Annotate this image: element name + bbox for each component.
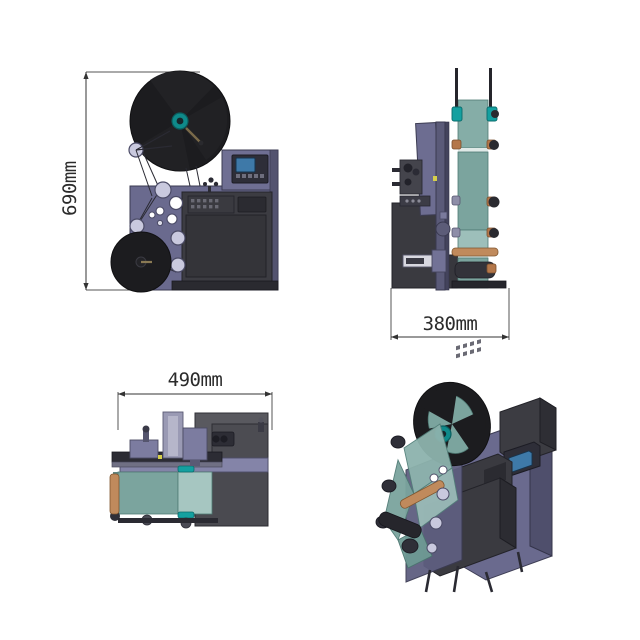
label-reel (129, 70, 231, 172)
plan-teal-roller (177, 511, 195, 519)
rewind-reel (110, 231, 172, 293)
label-web (457, 99, 489, 289)
plan-copper-roller (109, 473, 120, 515)
tension-arm-assembly (128, 130, 173, 197)
plan-head-nozzle (190, 460, 200, 466)
side-elevation-view: 380mm (390, 68, 510, 340)
plan-indicator (158, 455, 162, 459)
plan-connector (258, 422, 264, 432)
plan-deck-rail (111, 461, 223, 468)
panel-button[interactable] (236, 174, 240, 178)
dimension-490mm-label: 490mm (168, 369, 223, 391)
mounting-plate-edge (444, 121, 450, 291)
iso-copper-roller (399, 480, 445, 509)
panel-button[interactable] (260, 174, 264, 178)
slide-actuator (402, 249, 447, 273)
side-rollers (451, 106, 500, 279)
dimension-490mm: 490mm (117, 369, 273, 430)
printer-module-inner (185, 214, 267, 278)
panel-button[interactable] (254, 174, 258, 178)
front-elevation-view: 690mm (59, 70, 279, 293)
plan-machine-assembly (109, 411, 269, 529)
side-pulley (435, 221, 451, 237)
iso-label-reel (413, 381, 491, 467)
plan-gripper (211, 431, 235, 447)
plan-head-block (182, 427, 208, 461)
keypad[interactable] (187, 195, 267, 214)
iso-rubber-roller (378, 511, 422, 539)
dimension-380mm: 380mm (390, 288, 510, 340)
plan-teal-roller (177, 465, 195, 473)
iso-rollers (375, 435, 450, 554)
keypad-plate (187, 195, 235, 214)
plan-post (143, 430, 149, 442)
side-bottom-bar (451, 280, 507, 289)
panel-button[interactable] (248, 174, 252, 178)
guide-post-right (489, 68, 492, 110)
adjustment-knobs[interactable] (392, 159, 431, 207)
sensor-block (439, 211, 448, 220)
iso-feet (424, 551, 524, 593)
hardware-details (203, 177, 219, 192)
panel-button[interactable] (242, 174, 246, 178)
isometric-view (375, 339, 557, 593)
dimension-380mm-label: 380mm (423, 313, 478, 335)
side-machine-assembly (391, 68, 507, 291)
display-screen[interactable] (235, 157, 256, 173)
guide-post-left (455, 68, 458, 110)
copper-roller (451, 247, 499, 257)
front-machine-assembly (110, 70, 279, 293)
bottom-rail (171, 280, 279, 291)
control-panel[interactable] (231, 154, 269, 184)
plan-view: 490mm (109, 369, 273, 529)
iso-top-box-side (539, 397, 557, 451)
reel-knob (185, 127, 201, 143)
iso-printer-block-side (499, 477, 517, 549)
dimension-690mm-label: 690mm (59, 161, 81, 216)
plan-sensor-block (129, 439, 159, 459)
printer-window (237, 196, 267, 213)
plan-column-inner (168, 416, 178, 456)
indicator-light (433, 176, 437, 181)
label-web-plan (113, 471, 213, 515)
